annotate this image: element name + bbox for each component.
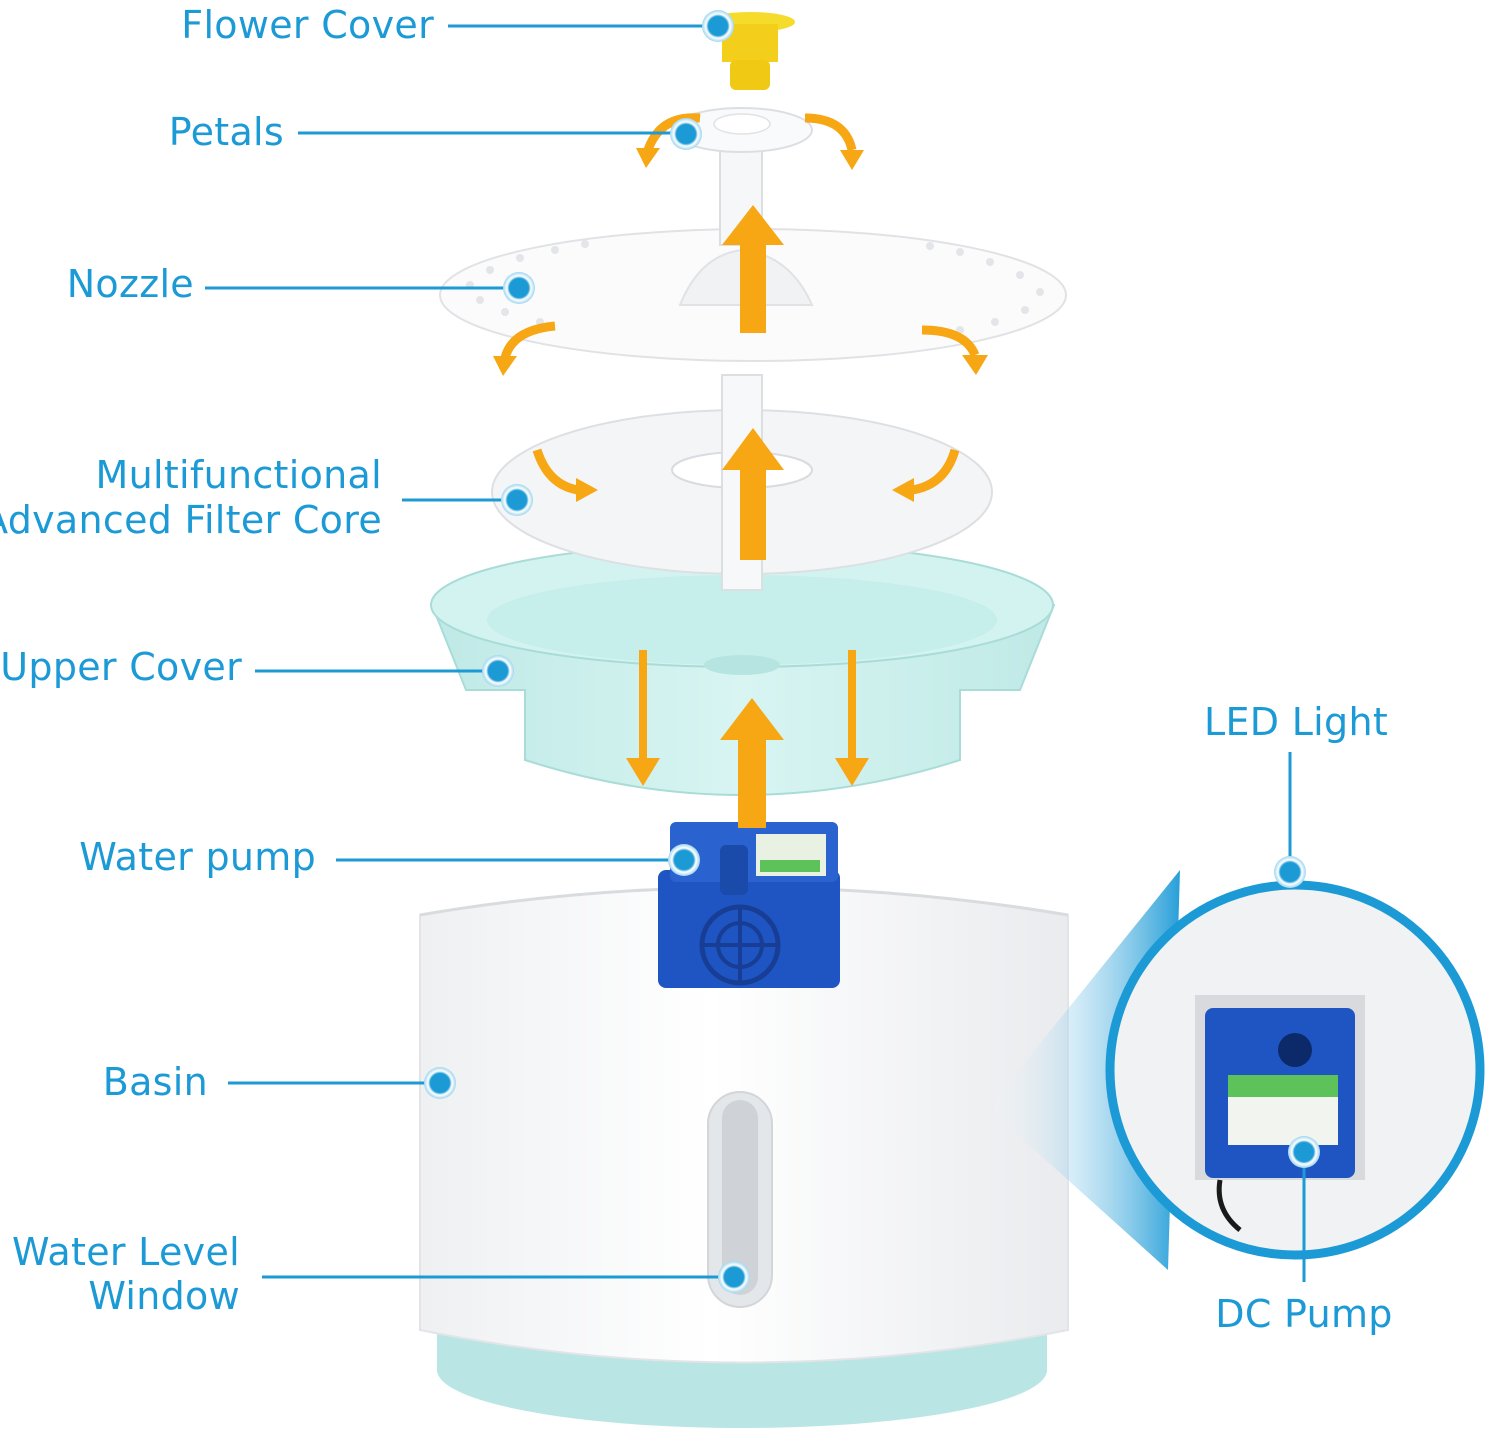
zoom-inset: [1105, 880, 1485, 1260]
callout-dot-nozzle: [503, 272, 535, 304]
water-level-window-shape: [707, 1091, 773, 1308]
label-flower-cover: Flower Cover: [181, 3, 434, 47]
flow-arrows: [493, 113, 988, 828]
callout-dot-dc-pump: [1288, 1136, 1320, 1168]
callout-dots: [424, 10, 1320, 1293]
callout-dot-filter: [501, 484, 533, 516]
callout-dot-flower-cover: [702, 10, 734, 42]
petals-shape: [671, 107, 813, 246]
label-filter-line2: Advanced Filter Core: [0, 498, 382, 542]
leader-lines: [205, 24, 1306, 1282]
callout-dot-upper-cover: [482, 655, 514, 687]
label-window-line2: Window: [88, 1274, 240, 1318]
label-upper-cover: Upper Cover: [0, 645, 242, 689]
label-window-line1: Water Level: [11, 1230, 240, 1274]
callout-dot-petals: [670, 118, 702, 150]
callout-dot-led-light: [1274, 856, 1306, 888]
label-filter-line1: Multifunctional: [95, 453, 382, 497]
water-pump-shape: [658, 822, 840, 988]
label-dc-pump: DC Pump: [1215, 1292, 1393, 1336]
label-basin: Basin: [102, 1060, 208, 1104]
label-nozzle: Nozzle: [66, 262, 194, 306]
zoom-beam: [988, 870, 1180, 1270]
callout-dot-basin: [424, 1067, 456, 1099]
nozzle-holes: [466, 240, 1044, 334]
callout-dot-water-pump: [668, 844, 700, 876]
callout-dot-window: [718, 1261, 750, 1293]
label-petals: Petals: [168, 110, 284, 154]
upper-cover-shape: [430, 542, 1056, 796]
label-led-light: LED Light: [1203, 700, 1389, 744]
label-water-pump: Water pump: [79, 835, 316, 879]
